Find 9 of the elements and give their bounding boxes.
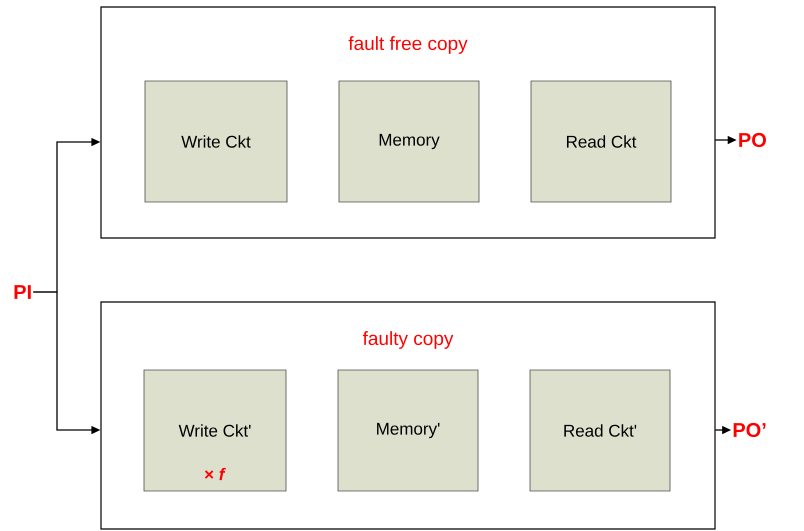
- signal-label: PI: [14, 285, 31, 299]
- circuit-block: Memory: [338, 80, 480, 202]
- circuit-block: Write Ckt' × f: [144, 370, 286, 492]
- circuit-block: Memory': [338, 370, 478, 492]
- signal-label: PO’: [734, 422, 766, 438]
- circuit-block: Read Ckt: [530, 80, 672, 202]
- signal-label: PO: [739, 132, 766, 148]
- circuit-block: Read Ckt': [530, 370, 670, 492]
- circuit-block: Write Ckt: [144, 80, 288, 202]
